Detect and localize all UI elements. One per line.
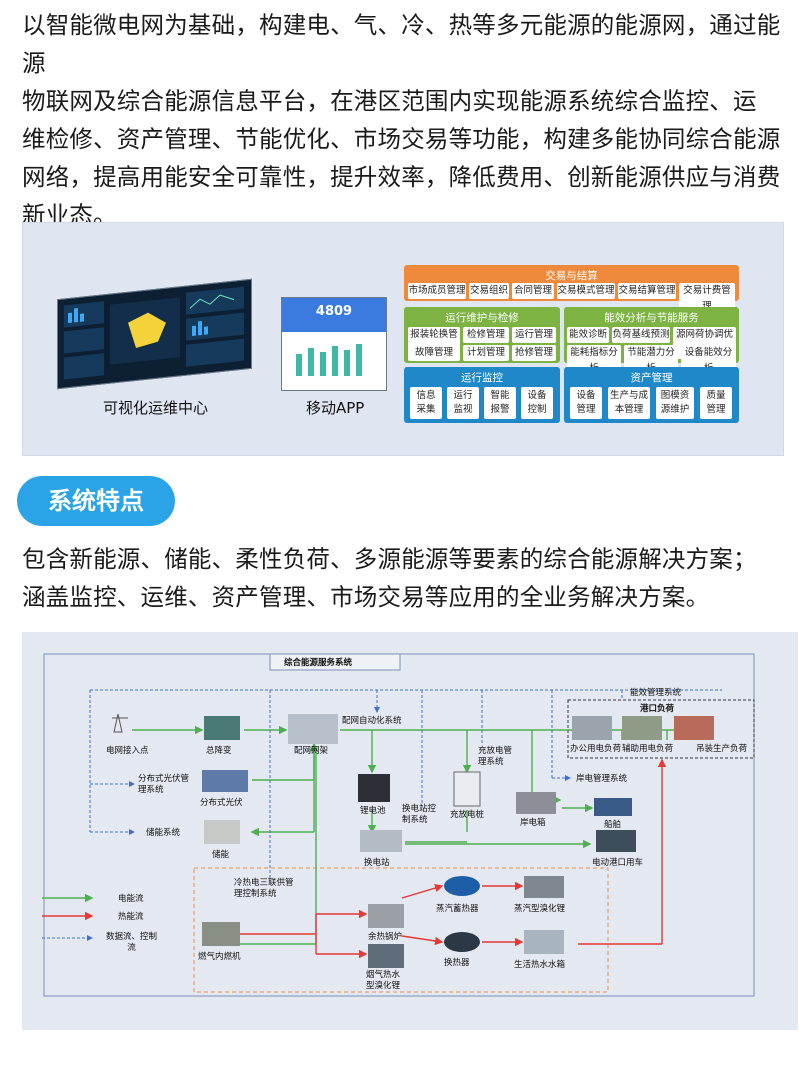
- node-ev-truck: 电动港口用车: [592, 858, 644, 868]
- node-flue-chiller: 烟气热水型溴化锂: [366, 970, 401, 991]
- node-crane-load: 吊装生产负荷: [696, 744, 748, 754]
- asset-item: 生产与成本管理: [608, 387, 650, 419]
- asset-item: 质量管理: [700, 387, 732, 419]
- energy-item: 能效诊断: [567, 327, 609, 343]
- trade-title: 交易与结算: [545, 270, 598, 282]
- node-main-transformer: 总降变: [206, 746, 232, 756]
- legend-data: 数据流、控制流: [106, 932, 158, 953]
- monitor-title: 运行监控: [461, 372, 503, 384]
- node-pv: 分布式光伏: [200, 798, 243, 808]
- node-ship: 船舶: [604, 820, 622, 830]
- node-swap-ctrl: 换电站控制系统: [402, 804, 437, 825]
- node-energy-eff: 能效管理系统: [630, 688, 682, 698]
- node-heat-exch: 换热器: [444, 958, 470, 968]
- legend-heat: 热能流: [118, 912, 144, 922]
- node-storage-sys: 储能系统: [146, 828, 181, 838]
- node-steam-acc: 蒸汽蓄热器: [436, 904, 479, 914]
- maint-title: 运行维护与检修: [445, 312, 519, 324]
- legend-power: 电能流: [118, 894, 144, 904]
- intro-line: 网络，提高用能安全可靠性，提升效率，降低费用、创新能源供应与消费: [22, 163, 781, 191]
- energy-title: 能效分析与节能服务: [604, 312, 699, 324]
- node-port-load: 港口负荷: [640, 704, 675, 714]
- diagram-lines: [42, 653, 755, 997]
- asset-item: 图模资源维护: [656, 387, 694, 419]
- maint-block: 运行维护与检修 报装轮换管理 检修管理 运行管理 故障管理 计划管理 抢修管理: [404, 307, 560, 363]
- node-battery: 锂电池: [360, 806, 386, 816]
- node-hot-water: 生活热水水箱: [514, 960, 566, 970]
- asset-block: 资产管理 设备管理 生产与成本管理 图模资源维护 质量管理: [564, 367, 739, 423]
- mobile-app-caption: 移动APP: [306, 399, 365, 417]
- maint-item: 运行管理: [512, 327, 556, 343]
- trade-block: 交易与结算 市场成员管理 交易组织 合同管理 交易模式管理 交易结算管理 交易计…: [404, 265, 739, 315]
- maint-item: 计划管理: [463, 345, 509, 361]
- intro-line: 以智能微电网为基础，构建电、气、冷、热等多元能源的能源网，通过能源: [22, 11, 781, 77]
- node-gas-engine: 燃气内燃机: [198, 952, 241, 962]
- platform-panel: 可视化运维中心 4809 移动APP 交易与结算 市场成员管理 交易组织 合同管…: [22, 222, 784, 456]
- node-charge-pile: 充放电桩: [450, 810, 485, 820]
- energy-block: 能效分析与节能服务 能效诊断 负荷基线预测 源网荷协调优化 能耗指标分析 节能潜…: [564, 307, 739, 377]
- node-storage: 储能: [212, 850, 230, 860]
- node-swap-station: 换电站: [364, 858, 390, 868]
- energy-item: 负荷基线预测: [612, 327, 670, 343]
- monitor-item: 智能报警: [484, 387, 516, 419]
- features-line: 涵盖监控、运维、资产管理、市场交易等应用的全业务解决方案。: [22, 583, 710, 611]
- intro-line: 维检修、资产管理、节能优化、市场交易等功能，构建多能协同综合能源: [22, 125, 781, 153]
- maint-item: 抢修管理: [512, 345, 556, 361]
- intro-line: 物联网及综合能源信息平台，在港区范围内实现能源系统综合监控、运: [22, 87, 757, 115]
- ops-center-caption: 可视化运维中心: [103, 399, 209, 417]
- trade-item: 交易模式管理: [557, 283, 615, 299]
- mobile-app-image: 4809: [281, 297, 387, 391]
- asset-title: 资产管理: [630, 372, 673, 384]
- trade-item: 合同管理: [512, 283, 554, 299]
- trade-item: 交易组织: [469, 283, 509, 299]
- node-dist-auto: 配网自动化系统: [342, 716, 402, 726]
- node-charge-mgmt: 充放电管理系统: [478, 746, 513, 767]
- node-steam-chiller: 蒸汽型溴化锂: [514, 904, 566, 914]
- features-paragraph: 包含新能源、储能、柔性负荷、多源能源等要素的综合能源解决方案； 涵盖监控、运维、…: [22, 540, 792, 616]
- monitor-item: 运行监视: [447, 387, 479, 419]
- node-waste-boiler: 余热锅炉: [368, 932, 403, 942]
- trade-item: 市场成员管理: [408, 283, 466, 299]
- node-pv-mgmt: 分布式光伏管理系统: [138, 774, 190, 795]
- maint-item: 故障管理: [408, 345, 460, 361]
- monitor-item: 设备控制: [521, 387, 553, 419]
- maint-item: 检修管理: [463, 327, 509, 343]
- node-cchp: 冷热电三联供管理控制系统: [234, 878, 294, 899]
- node-dist-frame: 配网网架: [294, 746, 329, 756]
- node-shore-box: 岸电箱: [520, 818, 546, 828]
- node-shore-mgmt: 岸电管理系统: [576, 774, 628, 784]
- trade-item: 交易结算管理: [618, 283, 676, 299]
- features-line: 包含新能源、储能、柔性负荷、多源能源等要素的综合能源解决方案；: [22, 545, 757, 573]
- features-badge: 系统特点: [17, 476, 175, 526]
- app-number: 4809: [315, 304, 353, 319]
- asset-item: 设备管理: [570, 387, 602, 419]
- node-grid-access: 电网接入点: [106, 746, 149, 756]
- monitor-item: 信息采集: [410, 387, 442, 419]
- ops-center-image: [57, 278, 252, 390]
- node-office-load: 办公用电负荷: [570, 744, 622, 754]
- diagram-title: 综合能源服务系统: [284, 658, 353, 668]
- intro-paragraph: 以智能微电网为基础，构建电、气、冷、热等多元能源的能源网，通过能源 物联网及综合…: [22, 6, 792, 234]
- monitor-block: 运行监控 信息采集 运行监视 智能报警 设备控制: [404, 367, 560, 423]
- node-aux-load: 辅助用电负荷: [622, 744, 674, 754]
- energy-system-diagram: 综合能源服务系统 电网接入点 总降变 配网网架 配网自动化系统 分布式光伏管理系…: [22, 632, 798, 1030]
